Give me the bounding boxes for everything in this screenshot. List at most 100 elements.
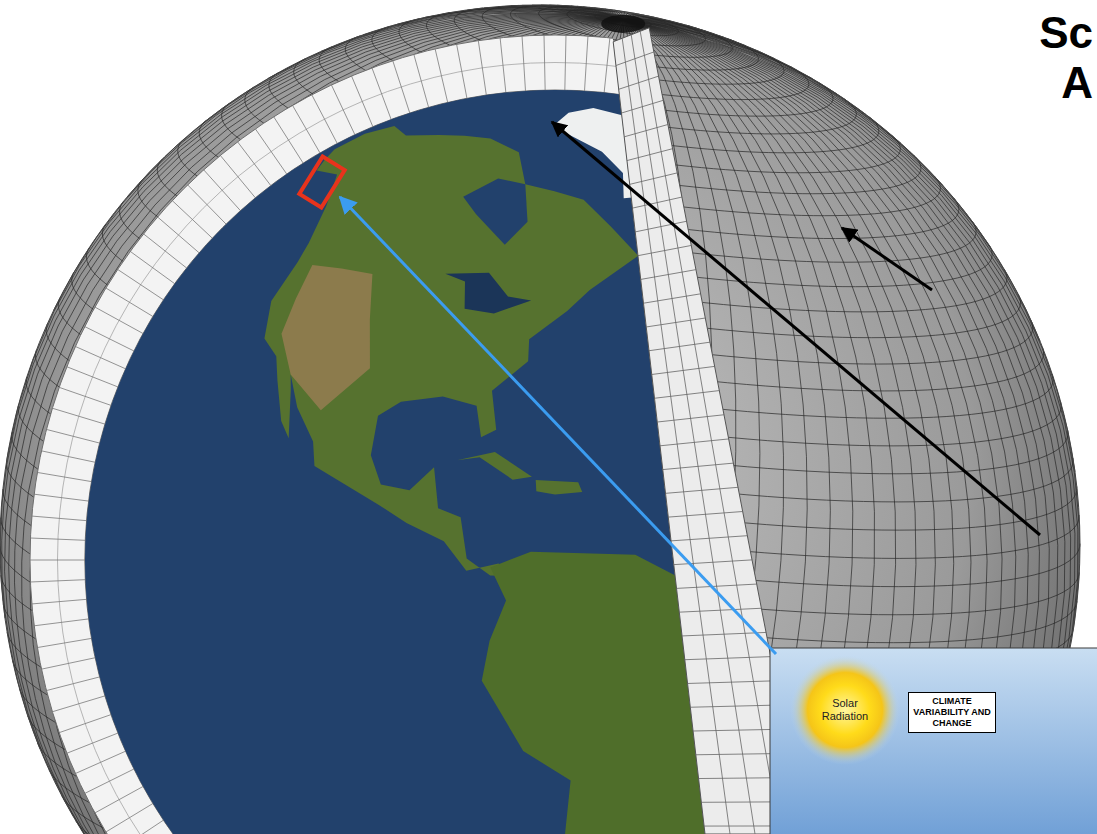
node-label: CLIMATE VARIABILITY AND CHANGE [913,696,991,728]
wall-cell-line [641,270,696,280]
shell-cell-line [435,49,448,103]
title: Sc A [1027,8,1093,108]
shell-cell-line [144,234,187,268]
shell-cell-line [75,751,125,773]
wall-cell-line [630,173,678,184]
shell-cell-line [898,201,938,239]
shell-cell-line [662,49,675,103]
shell-cell-line [95,307,143,333]
wall-cell-line [685,657,771,660]
shell-cell-line [790,105,818,153]
hispaniola [536,480,583,495]
pointer-arrow [552,122,1040,535]
shell-cells [30,35,1080,834]
shell-cell-line [957,288,1004,316]
pole-spot [601,15,645,33]
wall-cell-line [619,76,659,89]
shell-cell-line [604,38,610,93]
shell-cell-line [1010,429,1063,443]
wall-cell-line [624,125,668,137]
great-lakes [445,273,531,314]
cuba [457,452,532,480]
shell-cell-line [34,619,89,626]
shell-cell-line [34,494,89,501]
wall-cell-line [663,463,734,469]
shell-cell-line [585,36,588,91]
ocean [85,90,1025,834]
shell-cell-line [869,170,906,211]
wall-cell-line [627,149,673,161]
shell-cell-line [823,129,854,174]
shell-cell-line [1018,638,1072,647]
shell-cell-line [106,803,153,831]
sun-disc [790,655,900,765]
shell-cell-line [984,346,1034,368]
shell-cell-line [59,715,111,733]
shell-cell-line [923,234,966,268]
shell-cell-line [807,117,836,163]
shell-cell-line [118,820,164,834]
shell-cell-line [52,408,105,424]
shell-cell-line [30,560,85,561]
shell-cell-line [681,54,696,107]
outer-sphere [0,5,1080,834]
shell-cell-line [293,105,321,153]
shell-cell-line [32,599,87,604]
wall-cell-line [632,197,681,208]
pointer-arrow [842,228,932,290]
shell-cell-line [755,85,778,135]
north-america [264,126,638,576]
shell-cell-line [1005,408,1058,424]
wall-cell-line [690,705,780,707]
wall-cell-line [649,342,710,351]
wall-cell-line [621,100,663,113]
shell-cell-line [204,170,241,211]
shell-cell-line [967,307,1015,333]
wall-cell-line [688,681,776,684]
atmosphere-shell [30,35,1080,834]
shell-cell-line [30,580,85,582]
shell-cell-line [255,129,286,174]
shell-cell-line [1023,599,1078,604]
shell-cell-line [95,786,143,812]
wall-cell-line [671,536,747,541]
shell-cell-line [544,35,545,90]
zoom-arrow [340,197,776,654]
shell-cell-line [46,677,99,691]
shell-cell-line [884,185,922,224]
shell-cell-line [41,451,95,462]
shell-cell-line [37,472,91,481]
shell-cell-line [67,733,118,753]
wall-cell-line [660,439,729,446]
shell-cell-line [1015,451,1069,462]
wall-cell-line [655,391,720,399]
shell-cell-line [414,54,429,107]
shell-cell-line [106,288,153,316]
wall-cell-line [622,38,730,834]
shell-cell-line [935,251,979,283]
shell-cell-line [1021,619,1076,626]
shell-cell-line [457,44,467,98]
wall-cell-line [652,366,715,374]
shell-cell-line [1025,580,1080,582]
shell-cell-line [312,95,337,144]
shell-cell-line [352,76,373,127]
shell-cell-line [85,327,134,351]
shell-cell-line [737,76,758,127]
wall-cell-line [682,632,766,636]
hudson-bay [463,178,527,244]
wall-cell-line [646,318,705,327]
shell-cell-line [773,95,798,144]
shell-cell-line [565,35,566,90]
shell-cell-line [188,185,226,224]
shell-cell-line [172,201,212,239]
shell-cell-line [1023,516,1078,521]
shell-cell-line [839,142,872,186]
shell-cell-line [976,327,1025,351]
climate-box: CLIMATE VARIABILITY AND CHANGE [908,692,996,733]
shell-cell-line [158,217,200,253]
shell-cell-line [238,142,271,186]
shell-cell-line [719,68,738,120]
model-grid [0,5,1080,834]
